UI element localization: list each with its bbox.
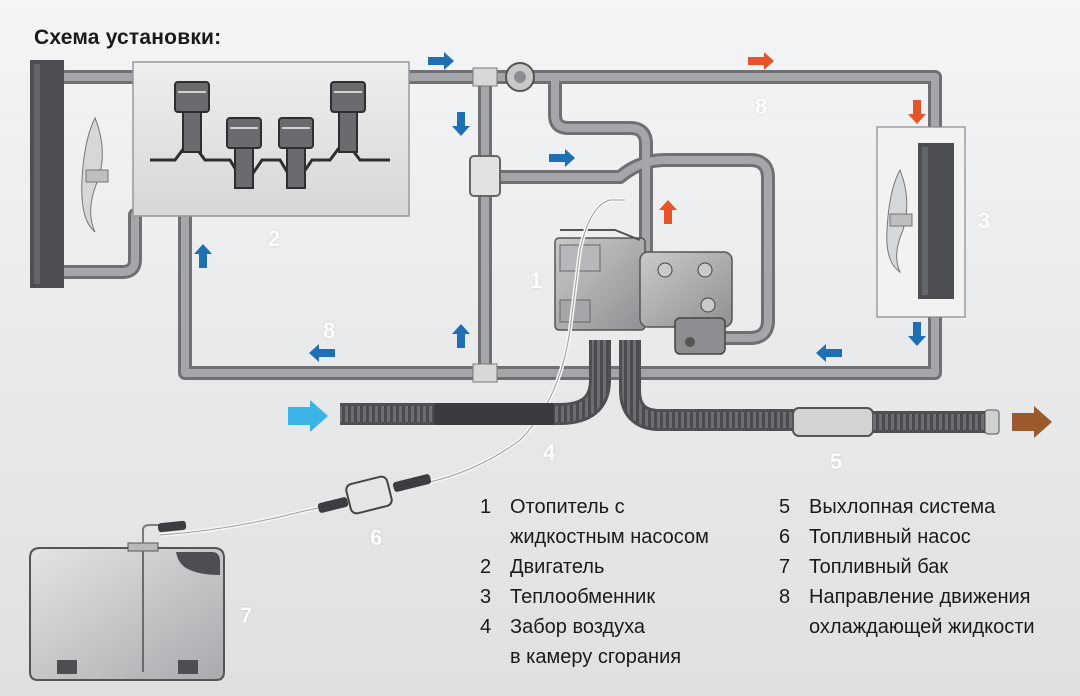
callout-fuel-pump: 6 bbox=[370, 525, 383, 550]
callout-fuel-tank: 7 bbox=[240, 603, 253, 628]
callout-flow-bottom: 8 bbox=[323, 318, 336, 343]
air-intake-pipe bbox=[340, 340, 611, 425]
fuel-tank bbox=[29, 520, 225, 681]
exhaust-outlet-arrow-icon bbox=[1012, 406, 1052, 438]
flow-arrow-down-hot-icon bbox=[908, 100, 926, 124]
tee-fitting-bottom bbox=[472, 363, 498, 383]
engine bbox=[132, 61, 410, 217]
fuel-line-lower bbox=[159, 500, 346, 537]
callout-heater: 1 bbox=[530, 268, 543, 293]
air-intake-arrow-icon bbox=[288, 400, 328, 432]
coolant-flow-arrows bbox=[194, 52, 926, 362]
flow-arrow-up-hot-icon bbox=[659, 200, 677, 224]
callout-air-intake: 4 bbox=[543, 440, 556, 465]
callout-flow-top: 8 bbox=[755, 94, 768, 119]
flow-arrow-right-icon bbox=[549, 149, 575, 167]
exchanger-fan-icon bbox=[886, 168, 913, 274]
exhaust-pipe bbox=[619, 340, 1000, 437]
tee-fitting-top bbox=[472, 67, 498, 87]
flow-arrow-right-hot-icon bbox=[748, 52, 774, 70]
flow-arrow-up-icon bbox=[452, 324, 470, 348]
solenoid-valve bbox=[469, 155, 501, 197]
fuel-pump bbox=[317, 474, 432, 515]
flow-arrow-left-icon bbox=[816, 344, 842, 362]
callout-exchanger: 3 bbox=[978, 208, 991, 233]
callout-engine: 2 bbox=[268, 226, 281, 251]
flow-arrow-right-icon bbox=[428, 52, 454, 70]
flow-arrow-up-icon bbox=[194, 244, 212, 268]
radiator bbox=[30, 60, 64, 288]
flow-arrow-down-icon bbox=[908, 322, 926, 346]
flow-arrow-down-icon bbox=[452, 112, 470, 136]
callout-exhaust: 5 bbox=[830, 449, 843, 474]
radiator-fan-icon bbox=[81, 116, 109, 233]
diagram-title: Схема установки: bbox=[34, 26, 222, 49]
flow-arrow-left-icon bbox=[309, 344, 335, 362]
